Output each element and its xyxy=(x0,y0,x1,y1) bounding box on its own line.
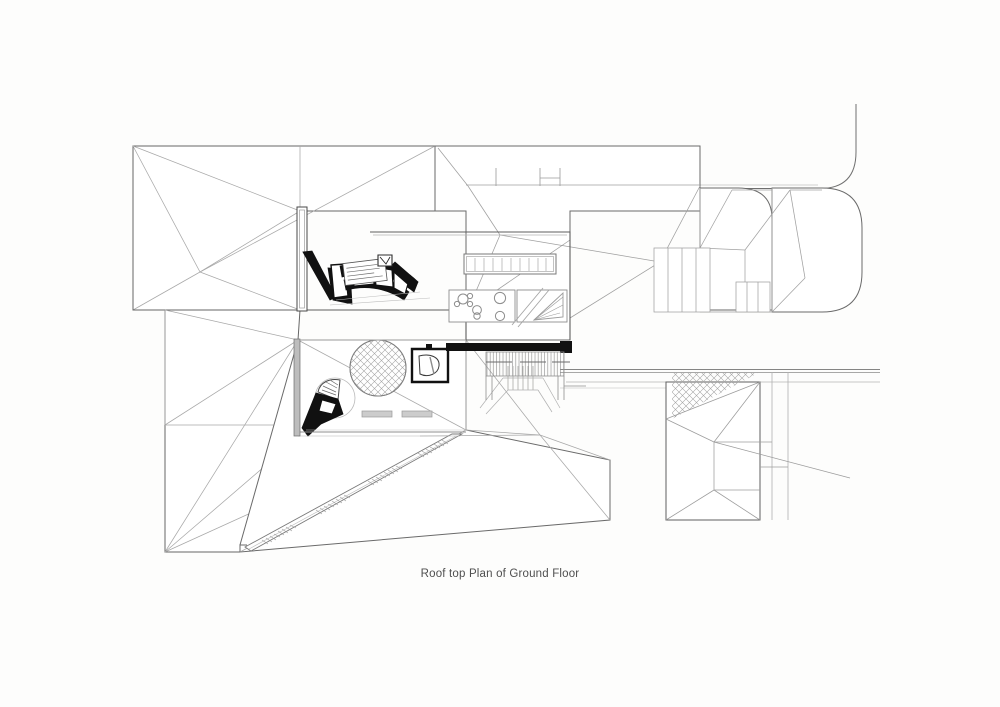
east-stair-block-small xyxy=(735,281,771,313)
ramp xyxy=(239,431,466,552)
ramp-treads xyxy=(261,439,449,545)
floor-bench-left xyxy=(361,410,393,418)
main-stair xyxy=(479,351,586,415)
drawing-caption: Roof top Plan of Ground Floor xyxy=(420,568,580,580)
diagonal-divider xyxy=(511,287,550,328)
service-band xyxy=(446,341,572,353)
stair-side-walls xyxy=(485,376,586,400)
curved-seating-terrace xyxy=(302,250,431,306)
court-floor-lines xyxy=(300,339,466,431)
east-stair-block xyxy=(653,247,711,313)
wc-core xyxy=(410,344,450,384)
counter-bench xyxy=(463,253,557,275)
triangular-canopy xyxy=(511,287,568,328)
floor-bench-right xyxy=(401,410,433,418)
west-partition-wall xyxy=(293,338,301,437)
north-parapet-ticks xyxy=(495,168,561,186)
east-rounded-roof xyxy=(653,187,863,313)
light-slot xyxy=(296,206,308,312)
spiral-stair xyxy=(301,377,356,437)
seating-top-detail xyxy=(342,254,393,286)
round-table-cluster xyxy=(448,289,516,323)
south-east-pavilion xyxy=(665,372,851,521)
stair-projection xyxy=(479,377,561,415)
seating-guide-lines xyxy=(329,291,431,306)
